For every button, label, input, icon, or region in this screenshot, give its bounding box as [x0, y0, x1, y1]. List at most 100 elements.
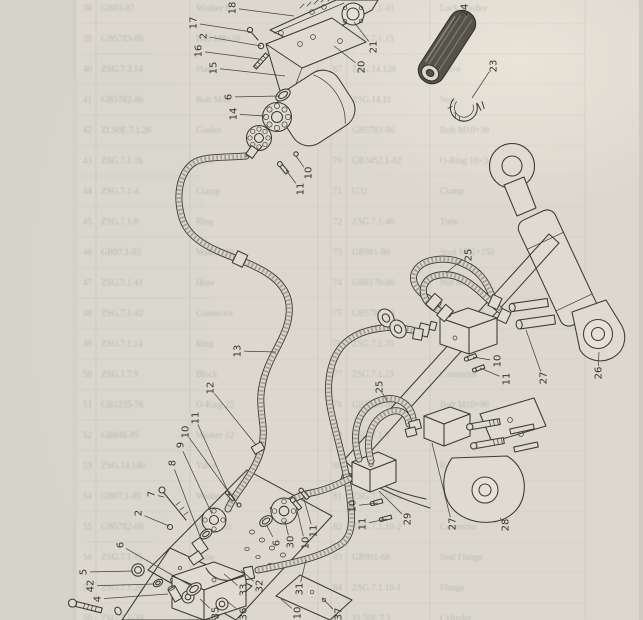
ball [293, 151, 299, 157]
elbow-fitting [205, 567, 245, 581]
callout-leader [197, 424, 231, 497]
ghost-table-cell: ZSG.7.1.16 [101, 156, 143, 166]
ghost-table-cell: GB97.1-85 [101, 247, 142, 257]
pin [463, 353, 478, 362]
part-callout-25: 25 [375, 381, 386, 394]
ghost-table-cell: 40 [83, 64, 93, 74]
ghost-table-cell: ZSG.7.3.14 [101, 64, 143, 74]
part-callout-2: 2 [199, 33, 210, 39]
ghost-table-cell: 43 [83, 156, 93, 166]
part-callout-36: 36 [239, 608, 250, 620]
callout-leader [240, 569, 255, 582]
ghost-table-cell: Bolt M10×90 [440, 400, 489, 410]
ghost-table-cell: 83 [333, 552, 343, 562]
part-callout-5: 5 [79, 569, 90, 575]
callout-leader [157, 495, 165, 498]
callout-leader [353, 21, 370, 42]
ghost-table-cell: ZL50E.7.1.26 [101, 125, 152, 135]
coupling-flange [245, 124, 273, 152]
ghost-table-cell: GB5782-86 [101, 95, 144, 105]
ghost-table-cell: 47 [83, 278, 93, 288]
hose-pair-lower [353, 396, 416, 460]
part-callout-28: 28 [501, 519, 512, 532]
ghost-table-cell: Bolt M10×30 [440, 125, 489, 135]
part-callouts: 1817216156141011212024231312111098726542… [79, 2, 605, 620]
callout-leader [296, 509, 304, 537]
callout-leader [266, 525, 274, 537]
ghost-table-cell: ZSG.7.1.15 [352, 34, 394, 44]
callout-leader [479, 367, 500, 377]
ghost-table-cell: 75 [333, 308, 343, 318]
ghost-table-cell: ZSG.7.1-42 [101, 308, 144, 318]
part-callout-17: 17 [189, 17, 200, 30]
screw [276, 161, 290, 175]
ghost-table-cell: ZSG.14.146 [101, 461, 146, 471]
ghost-table-cell: Washer 8 [196, 3, 230, 13]
ghost-table-cell: 51 [83, 400, 92, 410]
nut [187, 550, 205, 566]
ghost-table-cell: ZSG.1.7.9 [101, 369, 139, 379]
ghost-table-cell: Connector [440, 522, 478, 532]
part-callout-14: 14 [229, 108, 240, 121]
part-callout-6: 6 [116, 542, 127, 548]
part-callout-25: 25 [464, 249, 475, 262]
ghost-table-cell: 74 [333, 278, 343, 288]
part-callout-6: 6 [272, 540, 283, 546]
callout-leader [223, 573, 238, 586]
bushing-ring [377, 308, 395, 328]
part-callout-24: 24 [460, 4, 471, 17]
part-callout-37: 37 [334, 608, 345, 620]
ghost-table-cell: Seat [440, 95, 456, 105]
part-callout-10: 10 [348, 500, 359, 513]
callout-leader [295, 155, 305, 168]
callout-leader [103, 593, 169, 599]
callout-leader [227, 601, 238, 610]
ghost-table-cell: 77 [333, 369, 343, 379]
part-callout-16: 16 [194, 45, 205, 58]
ghost-table-cell: 42 [83, 125, 92, 135]
callout-leader [285, 169, 297, 184]
washer [152, 578, 164, 588]
small-plate [275, 574, 353, 620]
hydraulic-cylinder [488, 142, 626, 362]
ghost-table-cell: GB5783-86 [352, 125, 395, 135]
ghost-table-cell: U32 [352, 186, 368, 196]
ghost-table-cell: Plate [196, 64, 214, 74]
ghost-table-cell: ZL50E.7.1 [352, 613, 391, 620]
ghost-table-cell: Ring [196, 339, 214, 349]
pin [509, 423, 535, 435]
stud [252, 52, 270, 70]
ghost-table-cell: O-Ring 25 [196, 400, 235, 410]
plug [131, 563, 145, 577]
part-callout-27: 27 [448, 518, 459, 531]
ghost-table-cell: GB5783-86 [101, 34, 144, 44]
part-callout-42: 42 [86, 580, 97, 593]
callout-leader [378, 490, 403, 515]
callout-leader [243, 350, 277, 353]
callout-leader [333, 45, 356, 63]
ghost-table-cell: Washer 12 [196, 430, 234, 440]
callout-leader [449, 15, 460, 27]
split-flange-b [259, 487, 310, 527]
ghost-table-cell: ZSG.7.1-39 [101, 613, 144, 620]
callout-leader [471, 71, 490, 99]
ghost-table-cell: 50 [83, 369, 93, 379]
ghost-table-cell: ZSG.7.1-8 [101, 217, 139, 227]
ghost-table-cell: GB3452.1-82 [352, 156, 401, 166]
part-callout-29: 29 [403, 513, 414, 526]
ghost-table-cell: Valve [196, 461, 217, 471]
page-right-edge [639, 0, 643, 620]
callout-leader [199, 598, 211, 609]
ghost-table-cell: ZSG.7.1-40 [352, 217, 395, 227]
pin [513, 441, 539, 453]
ghost-table-cell: 41 [83, 95, 92, 105]
ball [236, 502, 242, 508]
hose-collar [231, 250, 249, 268]
ghost-table-cell: Flange [440, 583, 465, 593]
ghost-table-cell: 39 [83, 34, 93, 44]
ghost-table-cell: 71 [333, 186, 342, 196]
ghost-table-cell: 54 [83, 491, 93, 501]
part-callout-10: 10 [304, 167, 315, 180]
coupling-flange [261, 101, 293, 133]
